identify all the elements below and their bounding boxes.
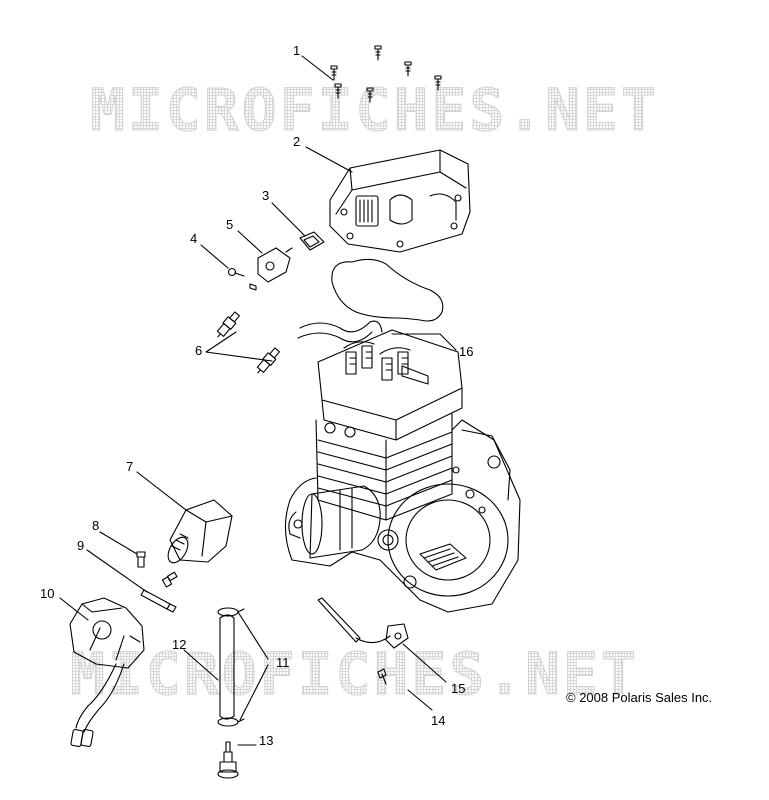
- intake-boot: [167, 499, 233, 564]
- spark-plugs: [216, 311, 280, 374]
- callout-9: 9: [77, 538, 85, 553]
- sensor: [249, 247, 293, 291]
- small-screw: [377, 668, 387, 685]
- callout-1: 1: [293, 43, 301, 58]
- callout-8: 8: [92, 518, 100, 533]
- copyright-notice: © 2008 Polaris Sales Inc.: [566, 690, 713, 705]
- engine-assembly: [284, 320, 521, 613]
- callout-12: 12: [172, 637, 187, 652]
- callout-16: 16: [459, 344, 474, 359]
- sensor-probe-9: [140, 589, 177, 613]
- callout-7: 7: [126, 459, 134, 474]
- callout-6: 6: [195, 343, 203, 358]
- bolts-group: [330, 45, 442, 103]
- callout-4: 4: [190, 231, 198, 246]
- fitting: [217, 741, 239, 779]
- callout-5: 5: [226, 217, 234, 232]
- head-gasket: [331, 258, 444, 322]
- callout-14: 14: [431, 713, 446, 728]
- callout-11: 11: [276, 655, 290, 670]
- leader-lines: [59, 55, 457, 746]
- valve-cover: [329, 149, 471, 253]
- callout-3: 3: [262, 188, 270, 203]
- screw: [227, 267, 245, 277]
- bolt-8: [136, 551, 178, 588]
- callout-10: 10: [40, 586, 55, 601]
- speed-sensor: [317, 597, 409, 649]
- callout-13: 13: [259, 733, 274, 748]
- hose-and-clamps: [217, 607, 245, 727]
- throttle-body: [69, 597, 145, 747]
- small-gasket: [299, 231, 325, 251]
- callout-2: 2: [293, 134, 301, 149]
- callout-15: 15: [451, 681, 466, 696]
